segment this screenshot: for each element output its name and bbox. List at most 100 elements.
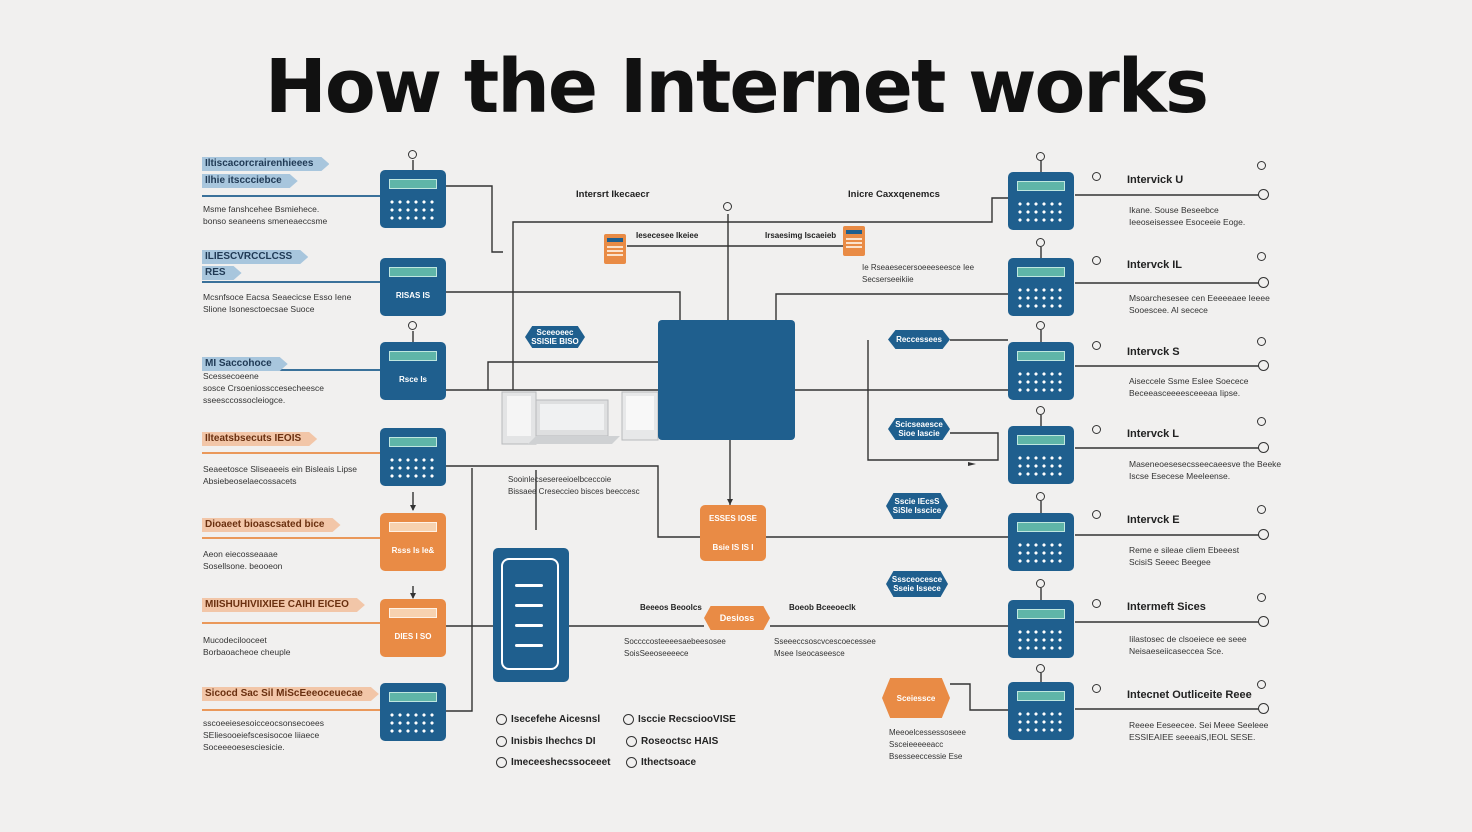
server-rack-icon[interactable] bbox=[493, 548, 569, 682]
center-badge-left[interactable]: Sceeoeec SSISIE BISO bbox=[525, 326, 585, 348]
legend-item-1: Isecefehe Aicesnsl bbox=[496, 714, 600, 725]
network-device-left-6[interactable]: DIES I SO bbox=[380, 599, 446, 657]
endpoint-circle-icon[interactable] bbox=[1258, 442, 1269, 453]
hub-tag[interactable]: Desioss bbox=[704, 606, 770, 630]
network-device-right-5[interactable] bbox=[1008, 513, 1074, 571]
left-tag-5a: Dioaeet bioascsated bice bbox=[202, 518, 341, 532]
node-circle-icon bbox=[1036, 664, 1045, 673]
diagram-title: How the Internet works bbox=[264, 44, 1209, 130]
network-device-left-5[interactable]: Rsss Is Ie& bbox=[380, 513, 446, 571]
left-tag-4a: Ilteatsbsecuts IEOIS bbox=[202, 432, 317, 446]
legend-circle-icon bbox=[626, 736, 637, 747]
node-circle-icon bbox=[1257, 337, 1266, 346]
network-device-left-7[interactable] bbox=[380, 683, 446, 741]
network-device-left-2[interactable]: RISAS IS bbox=[380, 258, 446, 316]
network-device-right-3[interactable] bbox=[1008, 342, 1074, 400]
network-device-right-1[interactable] bbox=[1008, 172, 1074, 230]
network-device-right-7[interactable] bbox=[1008, 682, 1074, 740]
node-circle-icon bbox=[1036, 152, 1045, 161]
network-device-left-4[interactable] bbox=[380, 428, 446, 486]
node-circle-icon bbox=[1257, 680, 1266, 689]
center-label-left: Intersrt Ikecaecr bbox=[576, 189, 650, 200]
legend-circle-icon bbox=[496, 714, 507, 725]
device-label: Rsss Is Ie& bbox=[391, 546, 435, 555]
network-desc-4: Maseneoesesecsseecaeesve the Beeke Iscse… bbox=[1129, 459, 1282, 481]
left-tag-1b: Ilhie itsccciebce bbox=[202, 174, 298, 188]
legend-circle-icon bbox=[623, 714, 634, 725]
mini-device-right[interactable] bbox=[843, 226, 865, 256]
node-circle-icon bbox=[1092, 425, 1101, 434]
network-desc-3: Aiseccele Ssme Eslee Soecece Beceeasceee… bbox=[1129, 376, 1249, 398]
mini-note: Ie Rseaesecersoeeeseesce Iee Secserseeik… bbox=[862, 263, 975, 284]
left-desc-5: Aeon eiecosseaaae Sosellsone. beooeon bbox=[203, 549, 283, 571]
left-desc-2: Mcsnfsoce Eacsa Seaecicse Esso Iene Slio… bbox=[203, 292, 352, 314]
endpoint-circle-icon[interactable] bbox=[1258, 616, 1269, 627]
network-name-1: Intervick U bbox=[1127, 174, 1184, 186]
left-tag-3a: MI Saccohoce bbox=[202, 357, 288, 371]
central-orange-device[interactable]: ESSES IOSE Bsie IS IS I bbox=[700, 505, 766, 561]
node-circle-icon bbox=[1092, 510, 1101, 519]
node-circle-icon bbox=[1092, 684, 1101, 693]
network-desc-5: Reme e sileae cliem Ebeeest ScisiS Seeec… bbox=[1129, 545, 1240, 567]
endpoint-circle-icon[interactable] bbox=[1258, 189, 1269, 200]
left-tag-7a: Sicocd Sac Sil MiScEeeoceuecae bbox=[202, 687, 379, 701]
mid-right-badge-4[interactable]: Sssceocesce Sseie Issece bbox=[886, 571, 948, 597]
node-circle-icon bbox=[408, 150, 417, 159]
mid-right-badge-3[interactable]: Sscie IEcsS SiSIe Isscice bbox=[886, 493, 948, 519]
mini-label-left: Iesecesee Ikeiee bbox=[636, 231, 699, 240]
left-desc-1: Msme fanshcehee Bsmiehece. bonso seaneen… bbox=[203, 204, 328, 226]
left-desc-7: sscoeeiesesoicceocsonsecoees SEliesooeie… bbox=[203, 718, 324, 752]
internet-globe-icon[interactable] bbox=[658, 320, 795, 440]
node-circle-icon bbox=[1036, 492, 1045, 501]
hub-left-label: Beeeos Beoolcs bbox=[640, 603, 702, 612]
device-label: ESSES IOSE bbox=[708, 514, 758, 523]
network-device-right-2[interactable] bbox=[1008, 258, 1074, 316]
endpoint-circle-icon[interactable] bbox=[1258, 277, 1269, 288]
node-circle-icon bbox=[1036, 238, 1045, 247]
legend-item-6: Ithectsoace bbox=[626, 757, 696, 768]
left-tag-6a: MIISHUHIVIIXIEE CAIHI EICEO bbox=[202, 598, 365, 612]
legend-item-5: Roseoctsc HAIS bbox=[626, 736, 718, 747]
network-device-right-6[interactable] bbox=[1008, 600, 1074, 658]
device-label: Rsce Is bbox=[398, 375, 428, 384]
endpoint-circle-icon[interactable] bbox=[1258, 360, 1269, 371]
network-name-2: Intervck IL bbox=[1127, 259, 1183, 271]
legend-item-2: Inisbis Ihechcs DI bbox=[496, 736, 595, 747]
node-circle-icon bbox=[1036, 406, 1045, 415]
mid-right-badge-1[interactable]: Reccessees bbox=[888, 330, 950, 349]
mid-right-badge-2[interactable]: Scicseaesce Sioe Iascie bbox=[888, 418, 950, 440]
center-label-right: Inicre Caxxqenemcs bbox=[848, 189, 940, 200]
mini-device-left[interactable] bbox=[604, 234, 626, 264]
network-desc-2: Msoarchesesee cen Eeeeeaee Ieeee Sooesce… bbox=[1129, 293, 1270, 315]
node-circle-icon bbox=[1036, 579, 1045, 588]
node-circle-icon bbox=[723, 202, 732, 211]
legend-item-3: Imeceeshecssoceeet bbox=[496, 757, 611, 768]
network-name-7: Intecnet Outliceite Reee bbox=[1127, 689, 1252, 701]
network-name-4: Intervck L bbox=[1127, 428, 1179, 440]
node-circle-icon bbox=[1257, 593, 1266, 602]
left-desc-4: Seaeetosce Sliseaeeis ein Bisleais Lipse… bbox=[203, 464, 358, 486]
left-tag-1a: Iltiscacorcrairenhieees bbox=[202, 157, 329, 171]
network-name-3: Intervck S bbox=[1127, 346, 1180, 358]
network-device-left-3[interactable]: Rsce Is bbox=[380, 342, 446, 400]
network-device-left-1[interactable] bbox=[380, 170, 446, 228]
endpoint-circle-icon[interactable] bbox=[1258, 703, 1269, 714]
legend-circle-icon bbox=[496, 757, 507, 768]
node-circle-icon bbox=[1092, 341, 1101, 350]
node-circle-icon bbox=[1036, 321, 1045, 330]
left-tag-2a: ILIESCVRCCLCSS bbox=[202, 250, 308, 264]
network-device-right-4[interactable] bbox=[1008, 426, 1074, 484]
node-circle-icon bbox=[1092, 599, 1101, 608]
node-circle-icon bbox=[1257, 252, 1266, 261]
endpoint-circle-icon[interactable] bbox=[1258, 529, 1269, 540]
orange-badge-right[interactable]: Sceiessce bbox=[882, 678, 950, 718]
hub-right-label: Boeob Bceeoeclk bbox=[789, 603, 856, 612]
network-name-6: Intermeft Sices bbox=[1127, 601, 1206, 613]
device-label: RISAS IS bbox=[395, 291, 431, 300]
server-note: Sooinlecsesereeioelbceccoie Bissaee Cres… bbox=[508, 475, 640, 496]
node-circle-icon bbox=[1257, 417, 1266, 426]
network-desc-7: Reeee Eeseecee. Sei Meee Seeleee ESSIEAI… bbox=[1129, 720, 1269, 742]
mini-label-right: Irsaesimg Iscaeieb bbox=[765, 231, 837, 240]
left-tag-2b: RES bbox=[202, 266, 242, 280]
node-circle-icon bbox=[1257, 505, 1266, 514]
